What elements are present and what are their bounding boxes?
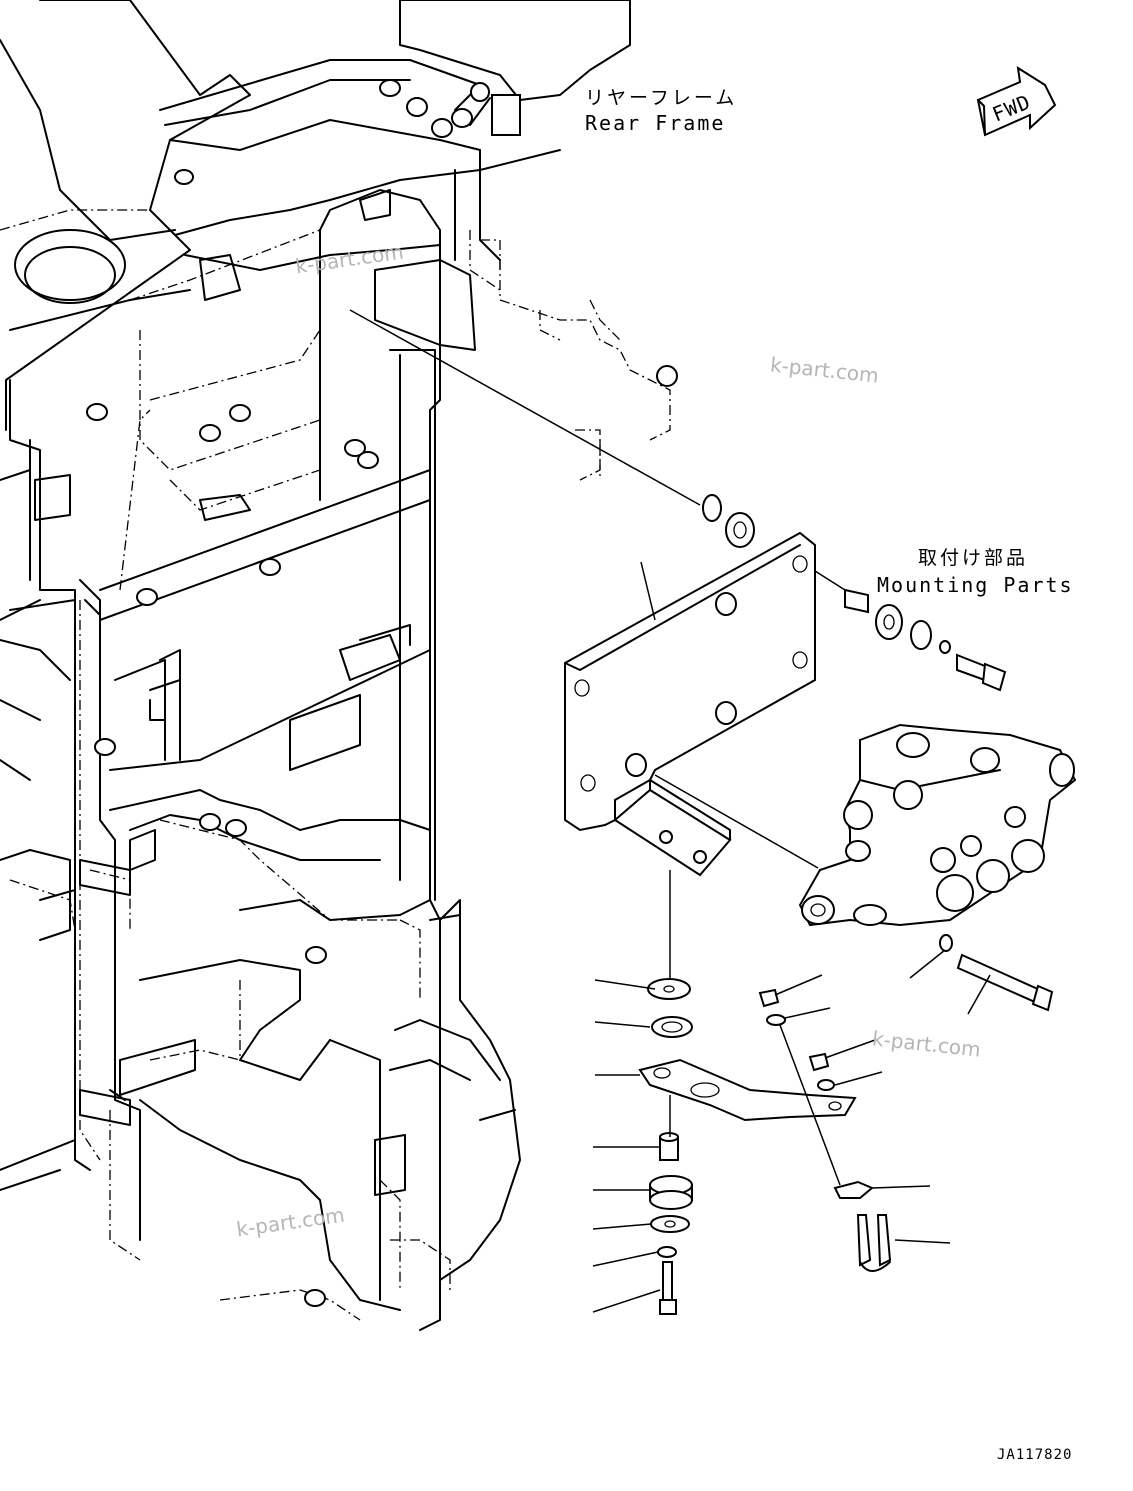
drawing-code: JA117820 bbox=[997, 1447, 1073, 1463]
control-valve bbox=[798, 723, 1077, 1012]
mounting-parts-label-jp: 取付け部品 bbox=[918, 547, 1029, 569]
mounting-parts bbox=[702, 494, 1007, 692]
rear-frame-label-en: Rear Frame bbox=[585, 111, 726, 135]
fwd-arrow-icon bbox=[976, 66, 1057, 137]
lower-parts bbox=[638, 978, 892, 1315]
rear-frame-label-jp: リヤーフレーム bbox=[585, 87, 738, 109]
mounting-parts-label-en: Mounting Parts bbox=[877, 573, 1074, 597]
frame-bosses bbox=[34, 79, 678, 1307]
mounting-bracket bbox=[564, 531, 816, 877]
leader-lines bbox=[349, 309, 991, 1313]
